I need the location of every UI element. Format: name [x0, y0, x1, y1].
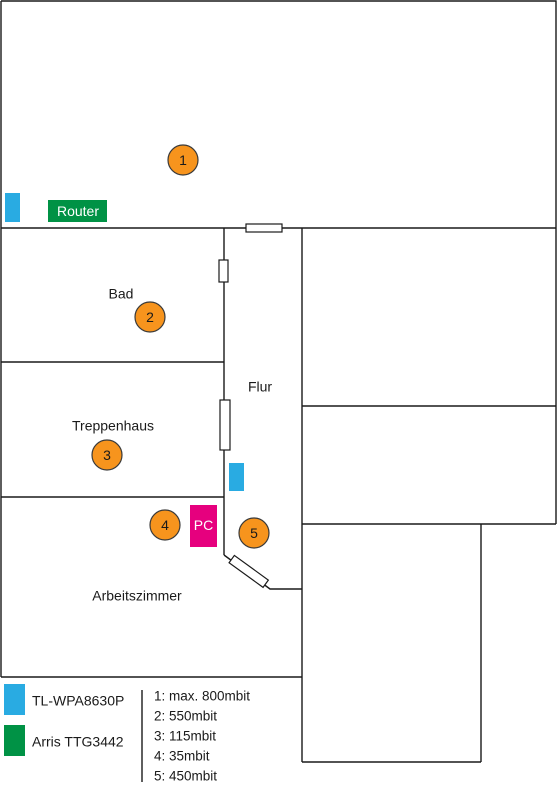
- marker-4-label: 4: [161, 517, 169, 533]
- powerline-adapter-top: [5, 193, 20, 222]
- marker-3: 3: [91, 439, 123, 471]
- room-label-treppenhaus: Treppenhaus: [72, 418, 154, 434]
- marker-2-label: 2: [146, 309, 154, 325]
- door-top-room: [245, 223, 283, 233]
- marker-5-label: 5: [250, 525, 258, 541]
- outer-wall-top-room: [1, 0, 557, 228]
- room-label-arbeitszimmer: Arbeitszimmer: [92, 588, 182, 604]
- powerline-adapter-hall: [229, 463, 244, 491]
- speed-item-3: 3: 115mbit: [154, 729, 216, 744]
- legend-swatch-powerline: [4, 684, 25, 715]
- door-arbeitszimmer: [228, 554, 270, 589]
- pc-box: [190, 505, 217, 547]
- legend-label-powerline: TL-WPA8630P: [32, 693, 124, 709]
- speed-item-5: 5: 450mbit: [154, 769, 217, 784]
- marker-2: 2: [134, 301, 166, 333]
- router-label: Router: [57, 203, 99, 219]
- speed-list: 1: max. 800mbit 2: 550mbit 3: 115mbit 4:…: [154, 689, 250, 784]
- doors: [218, 223, 283, 589]
- legend-label-router: Arris TTG3442: [32, 734, 124, 750]
- door-treppenhaus: [219, 399, 231, 451]
- marker-5: 5: [238, 517, 270, 549]
- legend: TL-WPA8630P Arris TTG3442: [4, 684, 143, 782]
- pc-label: PC: [194, 517, 213, 533]
- marker-1: 1: [167, 144, 199, 176]
- door-bad: [218, 259, 229, 283]
- marker-3-label: 3: [103, 447, 111, 463]
- speed-item-1: 1: max. 800mbit: [154, 689, 250, 704]
- legend-swatch-router: [4, 725, 25, 756]
- marker-4: 4: [149, 509, 181, 541]
- walls: [0, 0, 557, 763]
- room-label-flur: Flur: [248, 379, 272, 395]
- router-box: [48, 200, 107, 222]
- marker-1-label: 1: [179, 152, 187, 168]
- room-label-bad: Bad: [109, 286, 134, 302]
- speed-item-4: 4: 35mbit: [154, 749, 210, 764]
- speed-item-2: 2: 550mbit: [154, 709, 217, 724]
